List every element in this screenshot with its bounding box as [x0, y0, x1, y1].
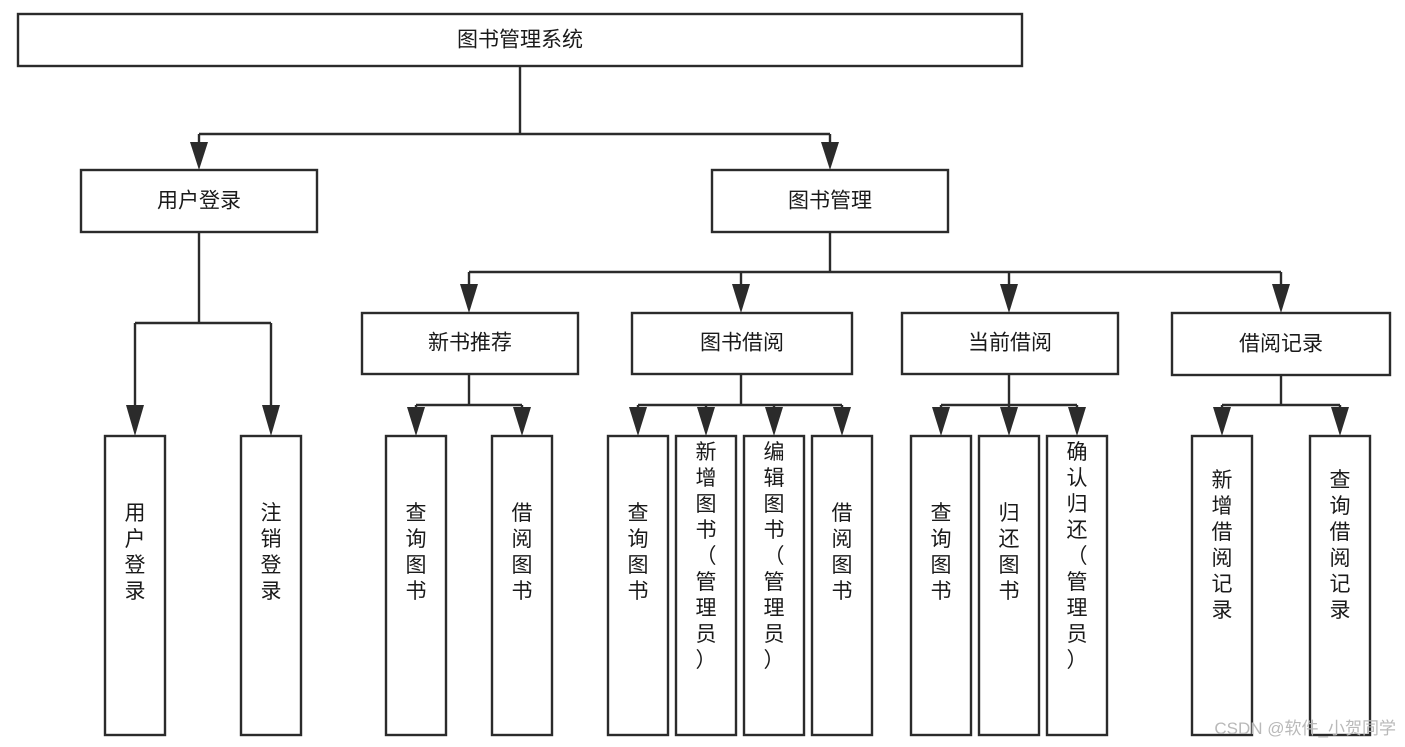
arrow-to-leaf-add-record	[1213, 407, 1231, 436]
node-leaf-user-logout-box[interactable]	[239, 434, 303, 737]
arrow-to-current-borrow	[1000, 284, 1018, 313]
node-leaf-query-record-label: 查询借阅记录	[1330, 469, 1351, 622]
node-new-book-recommend-label: 新书推荐	[428, 332, 512, 355]
node-leaf-borrow-book-2[interactable]: 借阅图书	[810, 434, 874, 737]
node-leaf-query-book-1-label: 查询图书	[406, 502, 427, 603]
node-leaf-query-book-2-label: 查询图书	[628, 502, 649, 603]
watermark-label: CSDN @软件_小贺同学	[1214, 719, 1396, 738]
node-leaf-query-book-3[interactable]: 查询图书	[909, 434, 973, 737]
arrow-to-leaf-borrow-book-1	[513, 407, 531, 436]
node-leaf-return-book-box[interactable]	[977, 434, 1041, 737]
node-leaf-confirm-return-box[interactable]	[1045, 434, 1109, 737]
arrow-to-book-borrow	[732, 284, 750, 313]
arrow-to-borrow-record	[1272, 284, 1290, 313]
arrow-to-book-manage	[821, 142, 839, 170]
arrow-to-leaf-query-book-3	[932, 407, 950, 436]
node-root[interactable]: 图书管理系统	[16, 12, 1024, 68]
node-leaf-confirm-return-label: 确认归还（管理员）	[1067, 441, 1088, 672]
node-leaf-user-logout-label: 注销登录	[261, 502, 282, 603]
node-leaf-query-book-3-box[interactable]	[909, 434, 973, 737]
node-book-manage[interactable]: 图书管理	[710, 168, 950, 234]
node-current-borrow-label: 当前借阅	[968, 332, 1052, 355]
node-leaf-add-book-box[interactable]	[674, 434, 738, 737]
node-leaf-borrow-book-1-box[interactable]	[490, 434, 554, 737]
arrow-to-leaf-borrow-book-2	[833, 407, 851, 436]
node-user-login[interactable]: 用户登录	[79, 168, 319, 234]
node-user-login-box[interactable]	[79, 168, 319, 234]
connector-layer	[126, 66, 1349, 436]
node-book-manage-box[interactable]	[710, 168, 950, 234]
node-leaf-confirm-return[interactable]: 确认归还（管理员）	[1045, 434, 1109, 737]
node-leaf-return-book-label: 归还图书	[999, 502, 1020, 603]
node-leaf-edit-book-label: 编辑图书（管理员）	[764, 441, 785, 672]
arrow-to-leaf-user-logout	[262, 405, 280, 436]
node-current-borrow[interactable]: 当前借阅	[900, 311, 1120, 376]
node-leaf-edit-book-box[interactable]	[742, 434, 806, 737]
node-book-manage-label: 图书管理	[788, 190, 872, 213]
arrow-to-leaf-query-book-2	[629, 407, 647, 436]
node-leaf-borrow-book-2-label: 借阅图书	[832, 502, 853, 603]
node-borrow-record-label: 借阅记录	[1239, 333, 1323, 356]
node-book-borrow-label: 图书借阅	[700, 332, 784, 355]
node-root-label: 图书管理系统	[457, 29, 583, 52]
node-leaf-return-book[interactable]: 归还图书	[977, 434, 1041, 737]
node-new-book-recommend-box[interactable]	[360, 311, 580, 376]
arrow-to-leaf-edit-book	[765, 407, 783, 436]
node-root-box[interactable]	[16, 12, 1024, 68]
node-leaf-borrow-book-2-box[interactable]	[810, 434, 874, 737]
arrow-to-user-login	[190, 142, 208, 170]
node-borrow-record-box[interactable]	[1170, 311, 1392, 377]
arrow-to-new-book-recommend	[460, 284, 478, 313]
node-leaf-user-login-label: 用户登录	[125, 502, 146, 603]
node-leaf-edit-book[interactable]: 编辑图书（管理员）	[742, 434, 806, 737]
node-user-login-label: 用户登录	[157, 190, 241, 213]
node-borrow-record[interactable]: 借阅记录	[1170, 311, 1392, 377]
node-leaf-add-record[interactable]: 新增借阅记录	[1190, 434, 1254, 737]
node-leaf-borrow-book-1-label: 借阅图书	[512, 502, 533, 603]
node-leaf-add-book[interactable]: 新增图书（管理员）	[674, 434, 738, 737]
node-leaf-add-record-label: 新增借阅记录	[1212, 469, 1233, 622]
node-book-borrow-box[interactable]	[630, 311, 854, 376]
node-leaf-query-book-2[interactable]: 查询图书	[606, 434, 670, 737]
node-new-book-recommend[interactable]: 新书推荐	[360, 311, 580, 376]
arrow-to-leaf-user-login	[126, 405, 144, 436]
node-leaf-add-book-label: 新增图书（管理员）	[696, 441, 717, 672]
node-leaf-query-record[interactable]: 查询借阅记录	[1308, 434, 1372, 737]
node-leaf-query-book-2-box[interactable]	[606, 434, 670, 737]
arrow-to-leaf-query-record	[1331, 407, 1349, 436]
node-leaf-query-book-3-label: 查询图书	[931, 502, 952, 603]
node-leaf-borrow-book-1[interactable]: 借阅图书	[490, 434, 554, 737]
node-leaf-query-book-1-box[interactable]	[384, 434, 448, 737]
node-leaf-add-record-box[interactable]	[1190, 434, 1254, 737]
arrow-to-leaf-query-book-1	[407, 407, 425, 436]
arrow-to-leaf-confirm-return	[1068, 407, 1086, 436]
node-leaf-user-logout[interactable]: 注销登录	[239, 434, 303, 737]
node-leaf-user-login-box[interactable]	[103, 434, 167, 737]
node-book-borrow[interactable]: 图书借阅	[630, 311, 854, 376]
arrow-to-leaf-add-book	[697, 407, 715, 436]
node-leaf-query-book-1[interactable]: 查询图书	[384, 434, 448, 737]
arrow-to-leaf-return-book	[1000, 407, 1018, 436]
node-current-borrow-box[interactable]	[900, 311, 1120, 376]
node-leaf-query-record-box[interactable]	[1308, 434, 1372, 737]
node-leaf-user-login[interactable]: 用户登录	[103, 434, 167, 737]
